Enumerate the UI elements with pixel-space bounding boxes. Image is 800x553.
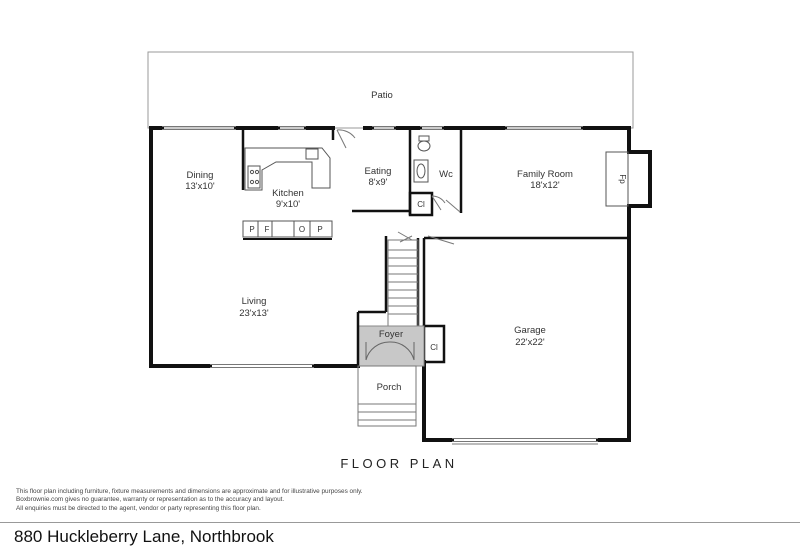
doors	[336, 129, 461, 245]
dining-dims: 13'x10'	[185, 181, 215, 192]
wc-label: Wc	[439, 169, 453, 180]
floor-plan-title: FLOOR PLAN	[340, 456, 457, 471]
wc-fixtures	[413, 135, 431, 183]
porch-steps	[357, 365, 417, 427]
cabinet-label-4: P	[317, 225, 322, 234]
cabinet-label-1: P	[249, 225, 254, 234]
disclaimer-line-2: Boxbrownie.com gives no guarantee, warra…	[16, 496, 285, 504]
wc-closet-label: Cl	[417, 200, 425, 209]
foyer-closet-label: Cl	[430, 343, 438, 352]
kitchen-label: Kitchen	[272, 188, 304, 199]
eating-dims: 8'x9'	[369, 177, 388, 188]
family-room-dims: 18'x12'	[530, 180, 560, 191]
garage-label: Garage	[514, 325, 546, 336]
garage-dims: 22'x22'	[515, 337, 545, 348]
foyer-walls	[356, 310, 386, 366]
exterior-walls	[149, 126, 652, 442]
living-dims: 23'x13'	[239, 308, 269, 319]
patio-label: Patio	[371, 90, 393, 101]
footer-divider	[0, 522, 800, 523]
interior-walls	[241, 130, 629, 364]
living-label: Living	[242, 296, 267, 307]
stairs	[387, 235, 419, 327]
dining-label: Dining	[187, 170, 214, 181]
fireplace-hearth	[605, 151, 629, 207]
disclaimer-line-3: All enquiries must be directed to the ag…	[16, 504, 261, 512]
floor-plan-diagram: Patio Dining 13'x10' Kitchen 9'x10' Eati…	[147, 51, 652, 471]
patio-area	[147, 51, 634, 129]
disclaimer: This floor plan including furniture, fix…	[16, 488, 363, 513]
cabinet-label-3: O	[299, 225, 305, 234]
disclaimer-line-1: This floor plan including furniture, fix…	[16, 488, 363, 495]
foyer-label: Foyer	[379, 329, 403, 340]
fireplace-label: Fp	[618, 174, 627, 184]
windows	[162, 126, 598, 445]
kitchen-counters	[242, 147, 333, 240]
cabinet-label-2: F	[265, 225, 270, 234]
eating-label: Eating	[365, 166, 392, 177]
kitchen-dims: 9'x10'	[276, 199, 300, 210]
porch-label: Porch	[377, 382, 402, 393]
foyer-doors	[365, 341, 415, 361]
property-address: 880 Huckleberry Lane, Northbrook	[14, 527, 274, 546]
family-room-label: Family Room	[517, 169, 573, 180]
